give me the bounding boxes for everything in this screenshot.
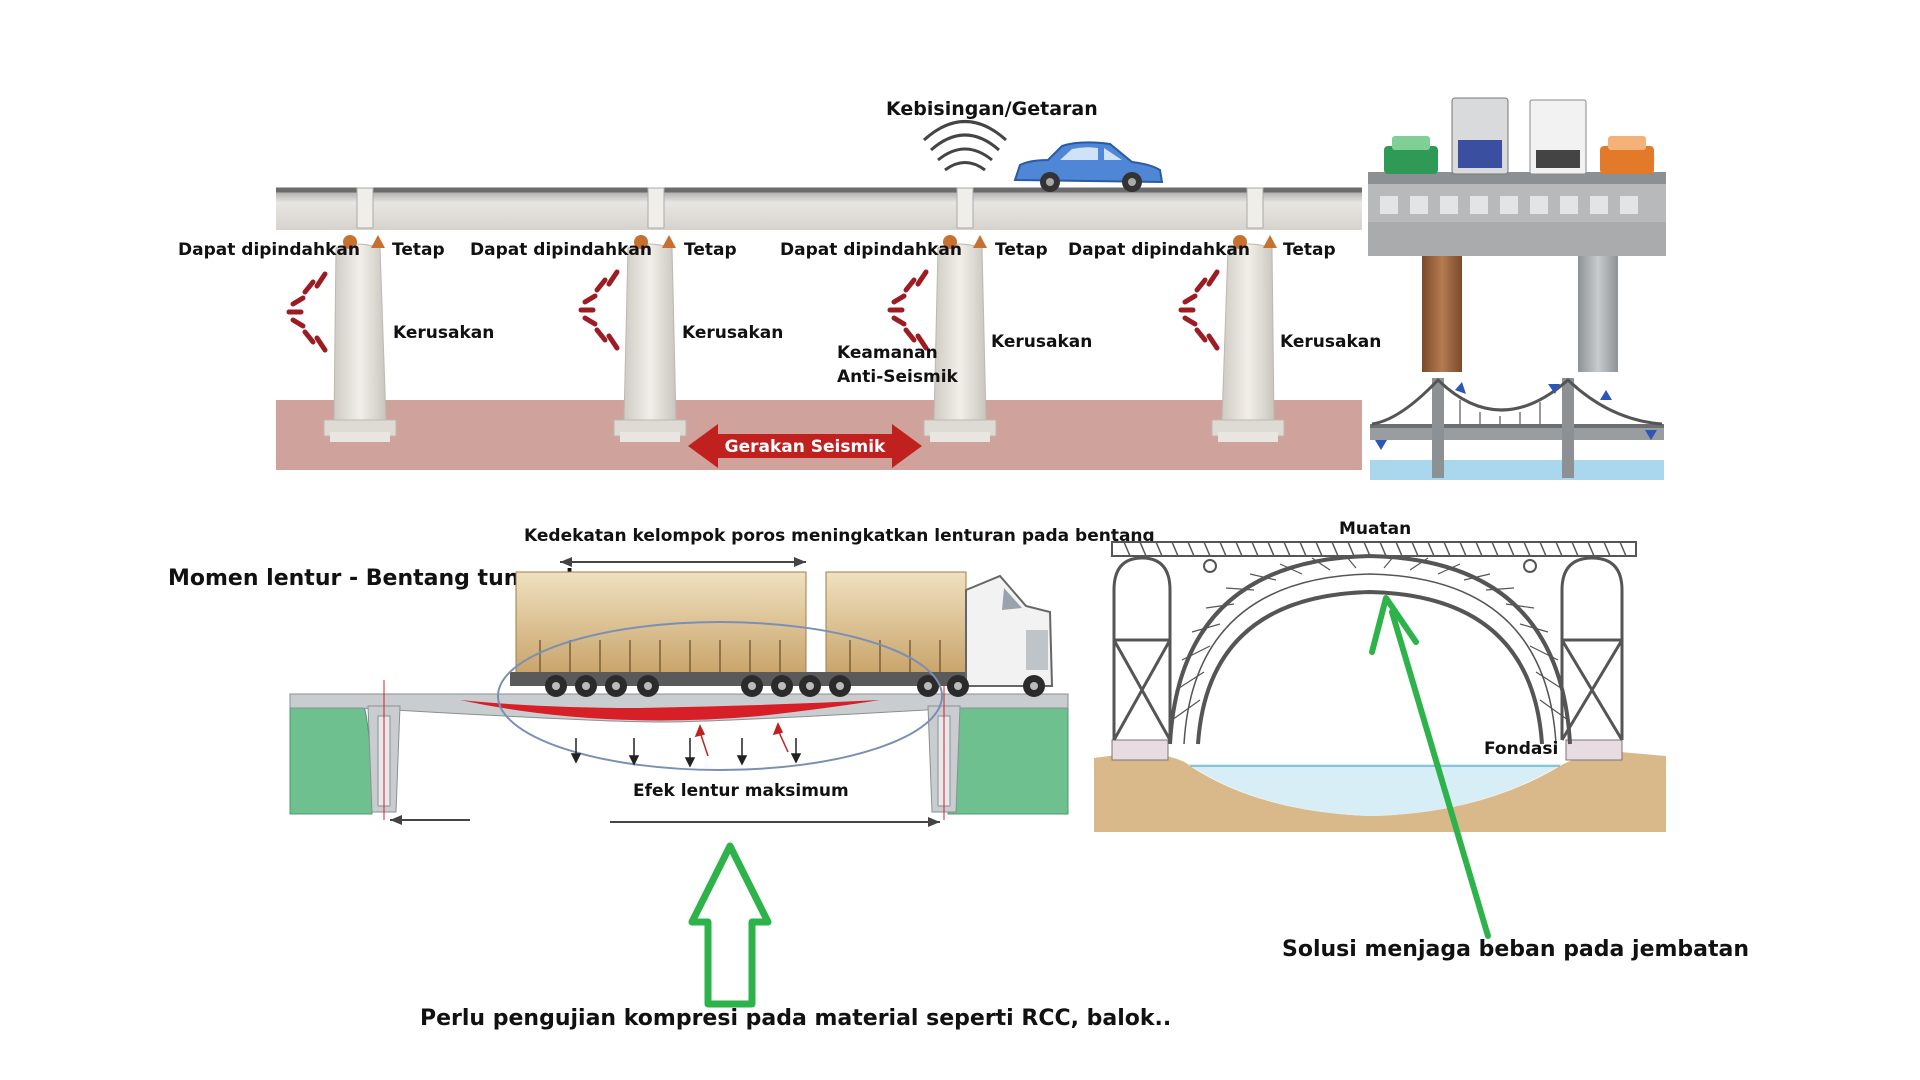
foundation-label: Fondasi — [1484, 739, 1558, 759]
truck-icon — [510, 571, 1054, 697]
orange-car-icon — [1600, 136, 1654, 174]
load-label: Muatan — [1339, 519, 1411, 539]
left-tower — [1112, 556, 1172, 741]
right-support — [927, 680, 961, 820]
movable-label-2: Dapat dipindahkan — [470, 240, 652, 260]
bending-diagram — [289, 557, 1069, 827]
suspension-bridge-icon — [1370, 377, 1664, 480]
reaction-arrows — [694, 722, 789, 757]
pier-2 — [613, 187, 687, 442]
right-tower — [1560, 556, 1624, 741]
arch-bridge-diagram — [1094, 541, 1666, 832]
max-effect-label: Efek lentur maksimum — [633, 781, 849, 801]
damage-label-3: Kerusakan — [991, 332, 1092, 352]
fixed-label-4: Tetap — [1283, 240, 1336, 260]
car-icon — [1013, 141, 1164, 192]
green-arrow-icon — [1369, 595, 1491, 939]
bearings — [343, 235, 1277, 249]
vibration-icon — [922, 120, 1008, 172]
left-support — [367, 680, 401, 820]
pier-1 — [323, 187, 397, 442]
fixed-label-3: Tetap — [995, 240, 1048, 260]
compression-note: Perlu pengujian kompresi pada material s… — [420, 1006, 1171, 1031]
damage-label-1: Kerusakan — [393, 323, 494, 343]
traffic-bridge-photo — [1368, 97, 1666, 372]
box-truck-icon — [1529, 99, 1587, 175]
soil — [1094, 752, 1666, 832]
solution-note: Solusi menjaga beban pada jembatan — [1282, 937, 1749, 962]
noise-label: Kebisingan/Getaran — [886, 98, 1098, 120]
fixed-label-1: Tetap — [392, 240, 445, 260]
safety-label-line2: Anti-Seismik — [837, 367, 959, 387]
movable-label-3: Dapat dipindahkan — [780, 240, 962, 260]
right-abutment — [947, 693, 1069, 815]
steel-arch — [1168, 553, 1572, 745]
safety-label-line1: Keamanan — [837, 343, 938, 363]
movable-label-4: Dapat dipindahkan — [1068, 240, 1250, 260]
damage-label-4: Kerusakan — [1280, 332, 1381, 352]
green-up-arrow-icon — [688, 842, 772, 1008]
truck-icon — [1451, 97, 1509, 175]
axle-group-ellipse — [497, 621, 943, 771]
river — [1188, 764, 1562, 816]
fixed-label-2: Tetap — [684, 240, 737, 260]
damage-label-2: Kerusakan — [682, 323, 783, 343]
damage-icon — [286, 269, 1220, 353]
bending-title: Momen lentur - Bentang tunggal — [168, 566, 573, 591]
bridge-deck — [276, 188, 1362, 230]
seismic-bridge-diagram — [276, 120, 1362, 470]
movable-label-1: Dapat dipindahkan — [178, 240, 360, 260]
green-car-icon — [1384, 136, 1438, 174]
axle-note: Kedekatan kelompok poros meningkatkan le… — [524, 526, 1155, 546]
seismic-motion-label: Gerakan Seismik — [725, 437, 886, 457]
pier-3 — [923, 187, 997, 442]
bending-zone — [460, 700, 880, 721]
pier-4 — [1211, 187, 1285, 442]
left-abutment — [289, 693, 373, 815]
load-arrows — [570, 738, 802, 768]
seismic-motion-arrow — [688, 424, 922, 468]
